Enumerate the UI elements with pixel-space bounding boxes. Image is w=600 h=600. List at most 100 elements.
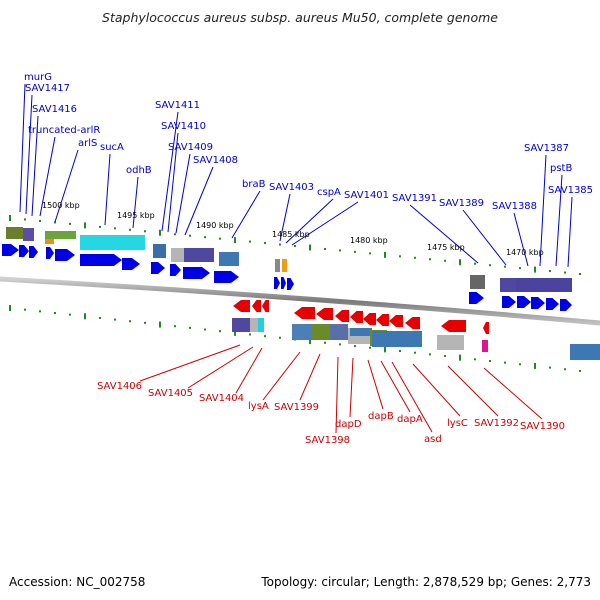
upper-tick-minor xyxy=(204,236,206,239)
reverse-gene-label: SAV1404 xyxy=(199,393,244,404)
reverse-gene-arrow xyxy=(441,320,466,332)
reverse-gene-arrow xyxy=(363,313,376,325)
forward-gene-arrow xyxy=(29,246,38,258)
lower-tick-minor xyxy=(54,311,56,314)
forward-gene-label: SAV1388 xyxy=(492,201,537,212)
forward-gene-arrow xyxy=(560,299,572,311)
upper-tick-minor xyxy=(39,219,41,222)
forward-gene-label: SAV1387 xyxy=(524,143,569,154)
forward-gene-label: odhB xyxy=(126,165,152,176)
feature-block xyxy=(6,227,23,239)
lower-tick-major xyxy=(309,338,311,345)
forward-leader-line xyxy=(161,111,179,232)
lower-tick-minor xyxy=(129,320,131,323)
forward-leader-line xyxy=(513,212,529,267)
upper-tick-minor xyxy=(129,228,131,231)
forward-leader-line xyxy=(25,94,33,215)
forward-gene-arrow xyxy=(546,298,559,310)
reverse-leader-line xyxy=(187,346,254,389)
upper-tick-major xyxy=(309,244,311,251)
feature-block xyxy=(250,318,258,332)
forward-leader-line xyxy=(184,166,214,236)
scale-label: 1500 kbp xyxy=(42,201,80,210)
feature-block xyxy=(23,228,34,241)
feature-block xyxy=(482,340,488,352)
forward-gene-arrow xyxy=(274,277,280,289)
upper-tick-minor xyxy=(279,243,281,246)
reverse-gene-label: dapB xyxy=(368,411,394,422)
forward-gene-label: SAV1410 xyxy=(161,121,206,132)
scale-label: 1475 kbp xyxy=(427,243,465,252)
lower-tick-minor xyxy=(219,330,221,333)
scale-ticks xyxy=(9,215,581,372)
lower-tick-minor xyxy=(354,345,356,348)
lower-tick-minor xyxy=(489,359,491,362)
reverse-gene-label: asd xyxy=(424,434,442,445)
genome-summary: Topology: circular; Length: 2,878,529 bp… xyxy=(261,575,591,589)
scale-label: 1470 kbp xyxy=(506,248,544,257)
reverse-gene-label: SAV1406 xyxy=(97,381,142,392)
upper-tick-minor xyxy=(189,234,191,237)
reverse-leader-line xyxy=(299,353,321,401)
forward-gene-arrow xyxy=(517,296,531,308)
lower-tick-minor xyxy=(114,318,116,321)
lower-tick-minor xyxy=(549,366,551,369)
lower-tick-minor xyxy=(324,341,326,344)
forward-leader-line xyxy=(39,136,56,217)
reverse-gene-label: SAV1405 xyxy=(148,388,193,399)
upper-tick-minor xyxy=(114,227,116,230)
forward-gene-arrow xyxy=(281,277,286,289)
upper-tick-minor xyxy=(99,225,101,228)
scale-label: 1485 kbp xyxy=(272,230,310,239)
upper-tick-minor xyxy=(54,221,56,224)
forward-gene-label: arlS xyxy=(78,138,97,149)
lower-tick-minor xyxy=(204,328,206,331)
lower-tick-major xyxy=(159,321,161,328)
forward-gene-arrow xyxy=(214,271,239,283)
upper-tick-minor xyxy=(339,249,341,252)
reverse-gene-arrow xyxy=(316,308,333,320)
upper-tick-major xyxy=(84,222,86,229)
lower-tick-minor xyxy=(399,350,401,353)
forward-gene-label: SAV1385 xyxy=(548,185,593,196)
forward-gene-arrow xyxy=(2,244,19,256)
forward-gene-arrow xyxy=(170,264,181,276)
lower-tick-minor xyxy=(174,325,176,328)
reverse-gene-arrow xyxy=(294,307,315,319)
forward-gene-label: SAV1389 xyxy=(439,198,484,209)
lower-tick-minor xyxy=(369,346,371,349)
feature-block xyxy=(275,259,280,272)
forward-gene-arrow xyxy=(46,247,54,259)
forward-gene-arrow xyxy=(502,296,516,308)
upper-tick-minor xyxy=(174,233,176,236)
upper-tick-major xyxy=(234,237,236,244)
reverse-gene-label: lysC xyxy=(447,418,468,429)
feature-block xyxy=(258,318,264,332)
lower-tick-minor xyxy=(579,369,581,372)
forward-leader-line xyxy=(291,201,359,246)
feature-block xyxy=(500,278,516,292)
label-leaders xyxy=(19,83,573,434)
upper-tick-minor xyxy=(579,273,581,276)
lower-tick-minor xyxy=(144,321,146,324)
reverse-gene-arrow xyxy=(389,315,403,327)
forward-leader-line xyxy=(231,190,261,239)
lower-tick-minor xyxy=(69,313,71,316)
lower-tick-minor xyxy=(429,353,431,356)
feature-block xyxy=(282,259,287,272)
scale-label: 1490 kbp xyxy=(196,221,234,230)
reverse-leader-line xyxy=(447,365,499,417)
upper-tick-major xyxy=(159,229,161,236)
forward-leader-line xyxy=(175,153,191,234)
reverse-leader-line xyxy=(235,347,263,394)
forward-gene-label: braB xyxy=(242,179,266,190)
forward-leader-line xyxy=(285,198,334,244)
forward-gene-arrow xyxy=(55,249,75,261)
reverse-gene-label: lysA xyxy=(248,401,269,412)
feature-block xyxy=(372,331,422,347)
reverse-gene-arrow xyxy=(262,300,269,312)
upper-tick-minor xyxy=(264,242,266,245)
reverse-leader-line xyxy=(412,363,461,417)
upper-tick-major xyxy=(459,259,461,266)
